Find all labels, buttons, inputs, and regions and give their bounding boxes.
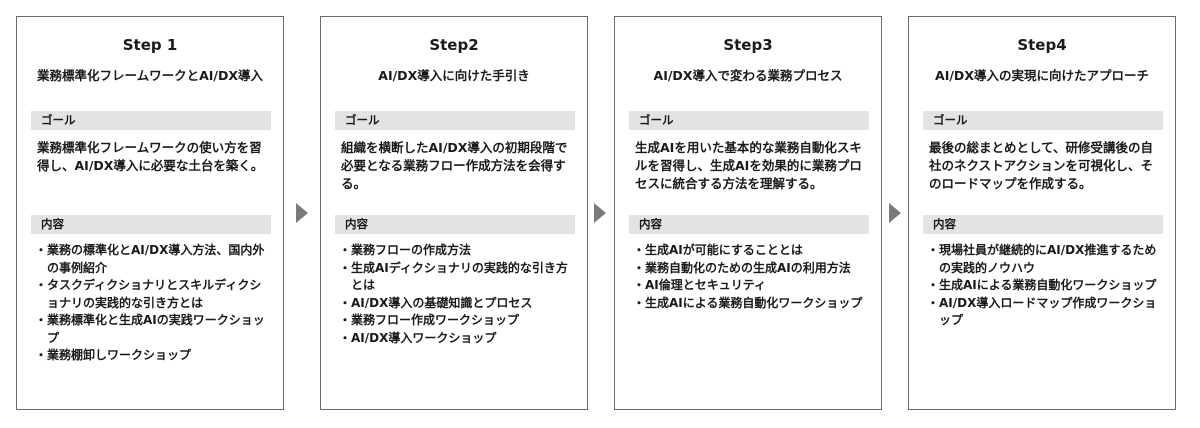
content-item: ・業務自動化のための生成AIの利用方法: [631, 260, 871, 278]
content-item: ・業務標準化と生成AIの実践ワークショップ: [33, 312, 273, 347]
content-item-text: 生成AIによる業務自動化ワークショップ: [645, 295, 863, 310]
bullet: ・: [633, 278, 646, 292]
content-label: 内容: [31, 215, 271, 234]
content-label: 内容: [629, 215, 869, 234]
content-item: ・AI倫理とセキュリティ: [631, 277, 871, 295]
step-title: AI/DX導入に向けた手引き: [378, 68, 530, 83]
content-item: ・業務フローの作成方法: [337, 242, 577, 260]
content-item-text: 生成AIによる業務自動化ワークショップ: [939, 278, 1157, 292]
step-title: AI/DX導入で変わる業務プロセス: [653, 68, 843, 83]
bullet: ・: [35, 278, 48, 292]
content-item: ・業務フロー作成ワークショップ: [337, 312, 577, 330]
content-item: ・業務の標準化とAI/DX導入方法、国内外の事例紹介: [33, 242, 273, 277]
goal-text: 生成AIを用いた基本的な業務自動化スキルを習得し、生成AIを効果的に業務プロセス…: [635, 140, 862, 191]
content-item: ・生成AIが可能にすることとは: [631, 242, 871, 260]
content-item: ・生成AIによる業務自動化ワークショップ: [631, 295, 871, 313]
step-card-2: Step2 AI/DX導入に向けた手引き ゴール 組織を横断したAI/DX導入の…: [320, 16, 588, 410]
content-item-text: AI/DX導入ワークショップ: [351, 330, 497, 345]
step-heading: Step 1: [122, 36, 178, 54]
content-item-text: タスクディクショナリとスキルディクショナリの実践的な引き方とは: [47, 278, 262, 310]
bullet: ・: [339, 260, 352, 275]
content-list: ・生成AIが可能にすることとは ・業務自動化のための生成AIの利用方法 ・AI倫…: [631, 242, 871, 312]
goal-label: ゴール: [923, 111, 1163, 130]
content-item-text: 業務棚卸しワークショップ: [47, 348, 192, 362]
content-item-text: AI倫理とセキュリティ: [645, 278, 767, 292]
content-item: ・AI/DX導入ロードマップ作成ワークショップ: [925, 295, 1165, 330]
arrow-right-icon: [594, 203, 606, 223]
content-item: ・タスクディクショナリとスキルディクショナリの実践的な引き方とは: [33, 277, 273, 312]
content-item-text: 業務自動化のための生成AIの利用方法: [645, 260, 851, 275]
content-label: 内容: [335, 215, 575, 234]
content-list: ・業務の標準化とAI/DX導入方法、国内外の事例紹介 ・タスクディクショナリとス…: [33, 242, 273, 365]
step-heading: Step2: [429, 36, 479, 54]
step-card-3: Step3 AI/DX導入で変わる業務プロセス ゴール 生成AIを用いた基本的な…: [614, 16, 882, 410]
content-item-text: 現場社員が継続的にAI/DX推進するための実践的ノウハウ: [939, 243, 1157, 275]
content-list: ・業務フローの作成方法 ・生成AIディクショナリの実践的な引き方とは ・AI/D…: [337, 242, 577, 347]
bullet: ・: [633, 260, 646, 275]
step-title: 業務標準化フレームワークとAI/DX導入: [36, 68, 264, 83]
goal-text: 最後の総まとめとして、研修受講後の自社のネクストアクションを可視化し、そのロード…: [929, 140, 1154, 191]
content-label: 内容: [923, 215, 1163, 234]
goal-label: ゴール: [31, 111, 271, 130]
bullet: ・: [927, 278, 940, 292]
step-heading: Step3: [723, 36, 773, 54]
bullet: ・: [35, 313, 48, 327]
step-heading: Step4: [1017, 36, 1067, 54]
bullet: ・: [633, 243, 646, 257]
bullet: ・: [339, 330, 352, 345]
step-title: AI/DX導入の実現に向けたアプローチ: [935, 68, 1149, 83]
content-item-text: 業務の標準化とAI/DX導入方法、国内外の事例紹介: [47, 243, 265, 275]
bullet: ・: [927, 243, 940, 257]
content-item-text: 生成AIディクショナリの実践的な引き方とは: [351, 260, 568, 293]
content-item: ・生成AIによる業務自動化ワークショップ: [925, 277, 1165, 295]
content-item-text: AI/DX導入の基礎知識とプロセス: [351, 295, 533, 310]
bullet: ・: [35, 348, 48, 362]
bullet: ・: [35, 243, 48, 257]
content-item-text: 業務フロー作成ワークショップ: [351, 313, 520, 327]
content-item: ・AI/DX導入ワークショップ: [337, 330, 577, 348]
content-item-text: 業務フローの作成方法: [351, 243, 472, 257]
arrow-right-icon: [889, 203, 901, 223]
bullet: ・: [339, 295, 352, 310]
goal-text: 業務標準化フレームワークの使い方を習得し、AI/DX導入に必要な土台を築く。: [37, 140, 264, 173]
bullet: ・: [339, 313, 352, 327]
content-list: ・現場社員が継続的にAI/DX推進するための実践的ノウハウ ・生成AIによる業務…: [925, 242, 1165, 330]
content-item-text: AI/DX導入ロードマップ作成ワークショップ: [939, 295, 1157, 328]
bullet: ・: [339, 243, 352, 257]
content-item: ・業務棚卸しワークショップ: [33, 347, 273, 365]
goal-text: 組織を横断したAI/DX導入の初期段階で必要となる業務フロー作成方法を会得する。: [341, 140, 568, 191]
arrow-right-icon: [296, 203, 308, 223]
content-item-text: 業務標準化と生成AIの実践ワークショップ: [47, 313, 265, 345]
content-item-text: 生成AIが可能にすることとは: [645, 243, 803, 257]
goal-label: ゴール: [335, 111, 575, 130]
content-item: ・現場社員が継続的にAI/DX推進するための実践的ノウハウ: [925, 242, 1165, 277]
content-item: ・生成AIディクショナリの実践的な引き方とは: [337, 260, 577, 295]
step-card-1: Step 1 業務標準化フレームワークとAI/DX導入 ゴール 業務標準化フレー…: [16, 16, 284, 410]
step-card-4: Step4 AI/DX導入の実現に向けたアプローチ ゴール 最後の総まとめとして…: [908, 16, 1176, 410]
bullet: ・: [633, 295, 646, 310]
content-item: ・AI/DX導入の基礎知識とプロセス: [337, 295, 577, 313]
goal-label: ゴール: [629, 111, 869, 130]
bullet: ・: [927, 295, 940, 310]
